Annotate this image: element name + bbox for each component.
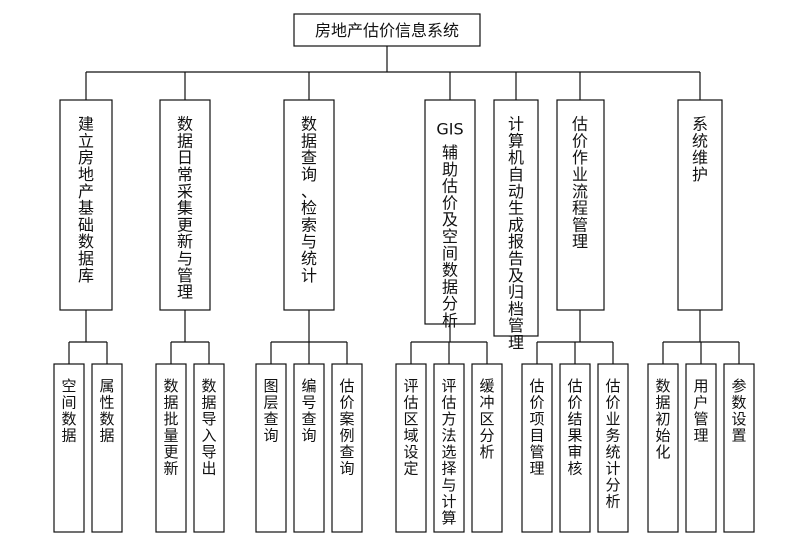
leaf-label-4-3: 缓冲区分析 bbox=[479, 377, 494, 461]
leaf-box-1-2 bbox=[91, 363, 123, 533]
leaf-label-4-1: 评估区域设定 bbox=[403, 377, 418, 478]
leaf-label-2-2: 数据导入导出 bbox=[201, 377, 216, 478]
leaf-label-3-2: 编号查询 bbox=[301, 377, 316, 445]
leaf-node-7-1: 数据初始化 bbox=[647, 363, 679, 533]
root-title: 房地产估价信息系统 bbox=[315, 21, 459, 40]
leaf-box-4-2 bbox=[433, 363, 465, 533]
leaf-node-3-2: 编号查询 bbox=[293, 363, 325, 533]
connector-lines bbox=[68, 46, 740, 364]
leaf-box-2-2 bbox=[193, 363, 225, 533]
module-box-2 bbox=[159, 99, 211, 311]
leaf-label-4-2: 评估方法选择与计算 bbox=[441, 377, 456, 527]
leaf-label-6-2: 估价结果审核 bbox=[567, 377, 582, 478]
module-box-5 bbox=[493, 99, 539, 337]
leaf-node-6-2: 估价结果审核 bbox=[559, 363, 591, 533]
leaf-label-6-3: 估价业务统计分析 bbox=[605, 377, 620, 511]
module-node-7: 系统维护 bbox=[677, 99, 723, 311]
root-box bbox=[293, 13, 481, 47]
leaf-node-1-2: 属性数据 bbox=[91, 363, 123, 533]
leaf-box-6-1 bbox=[521, 363, 553, 533]
module-label-3: 数据查询、检索与统计 bbox=[301, 115, 317, 285]
leaf-label-7-3: 参数设置 bbox=[731, 377, 746, 445]
leaf-box-2-1 bbox=[155, 363, 187, 533]
root-node: 房地产估价信息系统 bbox=[293, 13, 481, 47]
module-box-1 bbox=[59, 99, 113, 311]
leaf-node-4-2: 评估方法选择与计算 bbox=[433, 363, 465, 533]
module-label-7: 系统维护 bbox=[692, 115, 708, 184]
module-label-2: 数据日常采集更新与管理 bbox=[177, 115, 193, 302]
leaf-box-4-1 bbox=[395, 363, 427, 533]
leaf-box-6-2 bbox=[559, 363, 591, 533]
module-box-4 bbox=[424, 99, 476, 325]
module-label-5: 计算机自动生成报告及归档管理 bbox=[508, 115, 524, 352]
leaf-label-1-2: 属性数据 bbox=[99, 377, 114, 445]
leaf-label-2-1: 数据批量更新 bbox=[163, 377, 178, 478]
leaf-box-3-3 bbox=[331, 363, 363, 533]
module-box-7 bbox=[677, 99, 723, 311]
leaf-label-7-2: 用户管理 bbox=[693, 377, 708, 445]
leaf-label-1-1: 空间数据 bbox=[61, 377, 76, 445]
leaf-box-4-3 bbox=[471, 363, 503, 533]
leaf-box-7-3 bbox=[723, 363, 755, 533]
leaf-node-2-2: 数据导入导出 bbox=[193, 363, 225, 533]
leaf-box-3-2 bbox=[293, 363, 325, 533]
leaf-node-4-3: 缓冲区分析 bbox=[471, 363, 503, 533]
leaf-node-6-1: 估价项目管理 bbox=[521, 363, 553, 533]
leaf-node-6-3: 估价业务统计分析 bbox=[597, 363, 629, 533]
leaf-box-7-1 bbox=[647, 363, 679, 533]
leaf-node-7-3: 参数设置 bbox=[723, 363, 755, 533]
leaf-node-1-1: 空间数据 bbox=[53, 363, 85, 533]
module-node-2: 数据日常采集更新与管理 bbox=[159, 99, 211, 311]
leaf-label-7-1: 数据初始化 bbox=[655, 377, 670, 461]
leaf-box-6-3 bbox=[597, 363, 629, 533]
module-node-3: 数据查询、检索与统计 bbox=[283, 99, 335, 311]
module-box-6 bbox=[556, 99, 605, 311]
leaf-box-3-1 bbox=[255, 363, 287, 533]
module-node-6: 估价作业流程管理 bbox=[556, 99, 605, 311]
leaf-node-7-2: 用户管理 bbox=[685, 363, 717, 533]
leaf-node-2-1: 数据批量更新 bbox=[155, 363, 187, 533]
leaf-box-7-2 bbox=[685, 363, 717, 533]
module-node-1: 建立房地产基础数据库 bbox=[59, 99, 113, 311]
module-label-6: 估价作业流程管理 bbox=[572, 115, 588, 252]
leaf-label-6-1: 估价项目管理 bbox=[529, 377, 544, 478]
module-label-1: 建立房地产基础数据库 bbox=[78, 115, 94, 285]
module-node-5: 计算机自动生成报告及归档管理 bbox=[493, 99, 539, 352]
leaf-label-3-3: 估价案例查询 bbox=[339, 377, 354, 478]
leaf-node-4-1: 评估区域设定 bbox=[395, 363, 427, 533]
leaf-node-3-3: 估价案例查询 bbox=[331, 363, 363, 533]
leaf-node-3-1: 图层查询 bbox=[255, 363, 287, 533]
leaf-label-3-1: 图层查询 bbox=[263, 377, 278, 445]
module-box-3 bbox=[283, 99, 335, 311]
leaf-box-1-1 bbox=[53, 363, 85, 533]
